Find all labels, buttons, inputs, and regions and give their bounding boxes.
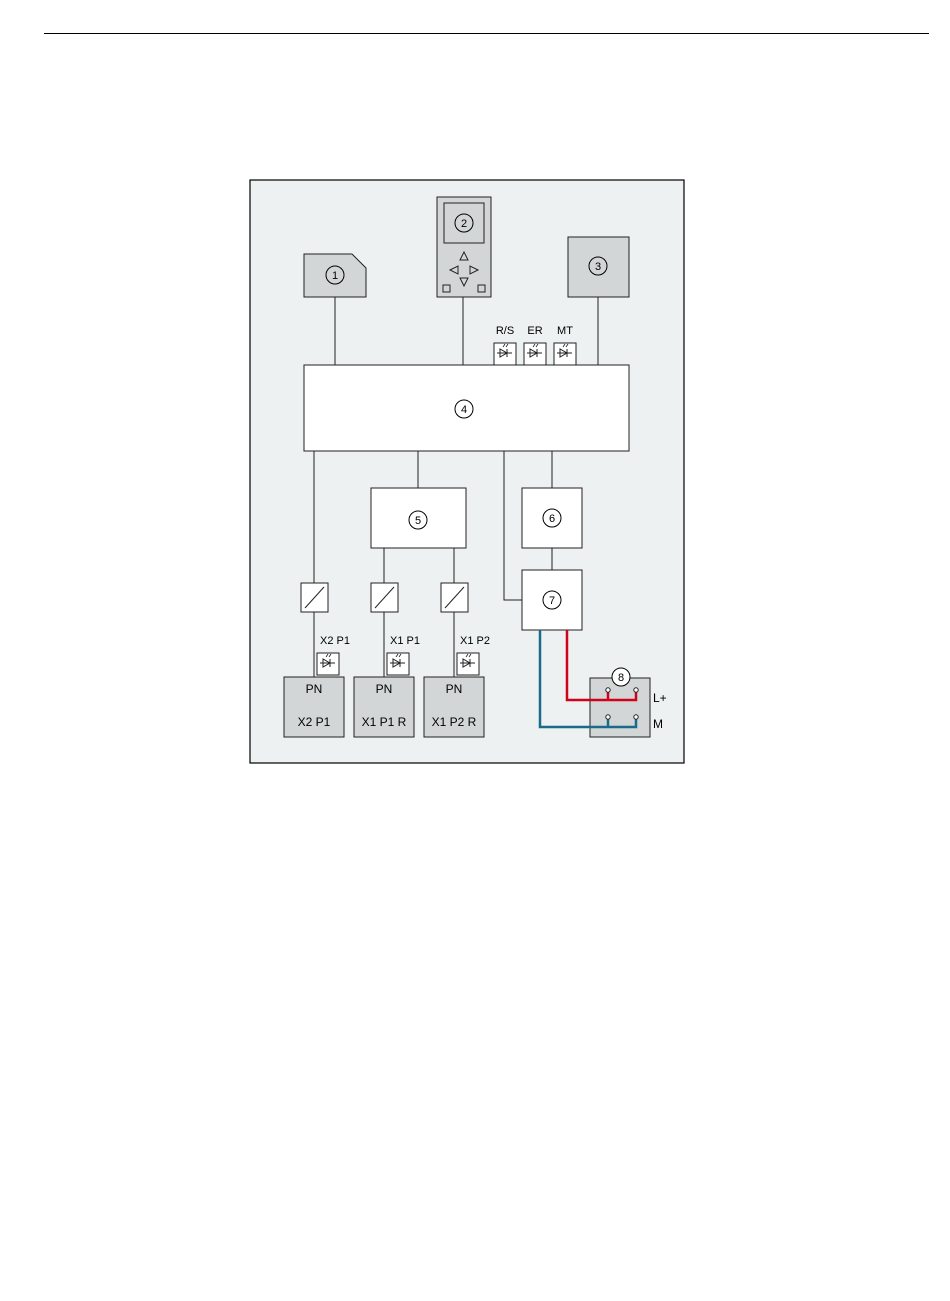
port-name-label: X1 P1 R (362, 715, 407, 729)
callout-5: 5 (415, 515, 421, 527)
power-label-plus: L+ (653, 691, 667, 705)
callout-6: 6 (549, 513, 555, 525)
callout-7: 7 (549, 595, 555, 607)
led-icon (554, 343, 576, 365)
port-box: PN X1 P2 R (424, 677, 484, 737)
callout-2: 2 (461, 218, 467, 230)
port-type-label: PN (446, 682, 463, 696)
transformer-icon (441, 583, 468, 612)
port-led-label-x2p1: X2 P1 (320, 635, 350, 647)
port-box: PN X1 P1 R (354, 677, 414, 737)
led-label-rs: R/S (496, 325, 514, 337)
led-icon (457, 653, 479, 675)
port-led-label-x1p2: X1 P2 (460, 635, 490, 647)
led-icon (317, 653, 339, 675)
led-icon (494, 343, 516, 365)
port-name-label: X1 P2 R (432, 715, 477, 729)
led-label-er: ER (527, 325, 542, 337)
port-type-label: PN (376, 682, 393, 696)
transformer-icon (371, 583, 398, 612)
power-label-minus: M (653, 717, 663, 731)
callout-4: 4 (461, 404, 467, 416)
led-icon (387, 653, 409, 675)
led-icon (524, 343, 546, 365)
port-type-label: PN (306, 682, 323, 696)
callout-3: 3 (595, 261, 601, 273)
callout-1: 1 (332, 270, 338, 282)
transformer-icon (301, 583, 328, 612)
port-name-label: X2 P1 (298, 715, 331, 729)
port-led-label-x1p1: X1 P1 (390, 635, 420, 647)
callout-8: 8 (618, 672, 624, 684)
led-label-mt: MT (557, 325, 573, 337)
port-box: PN X2 P1 (284, 677, 344, 737)
